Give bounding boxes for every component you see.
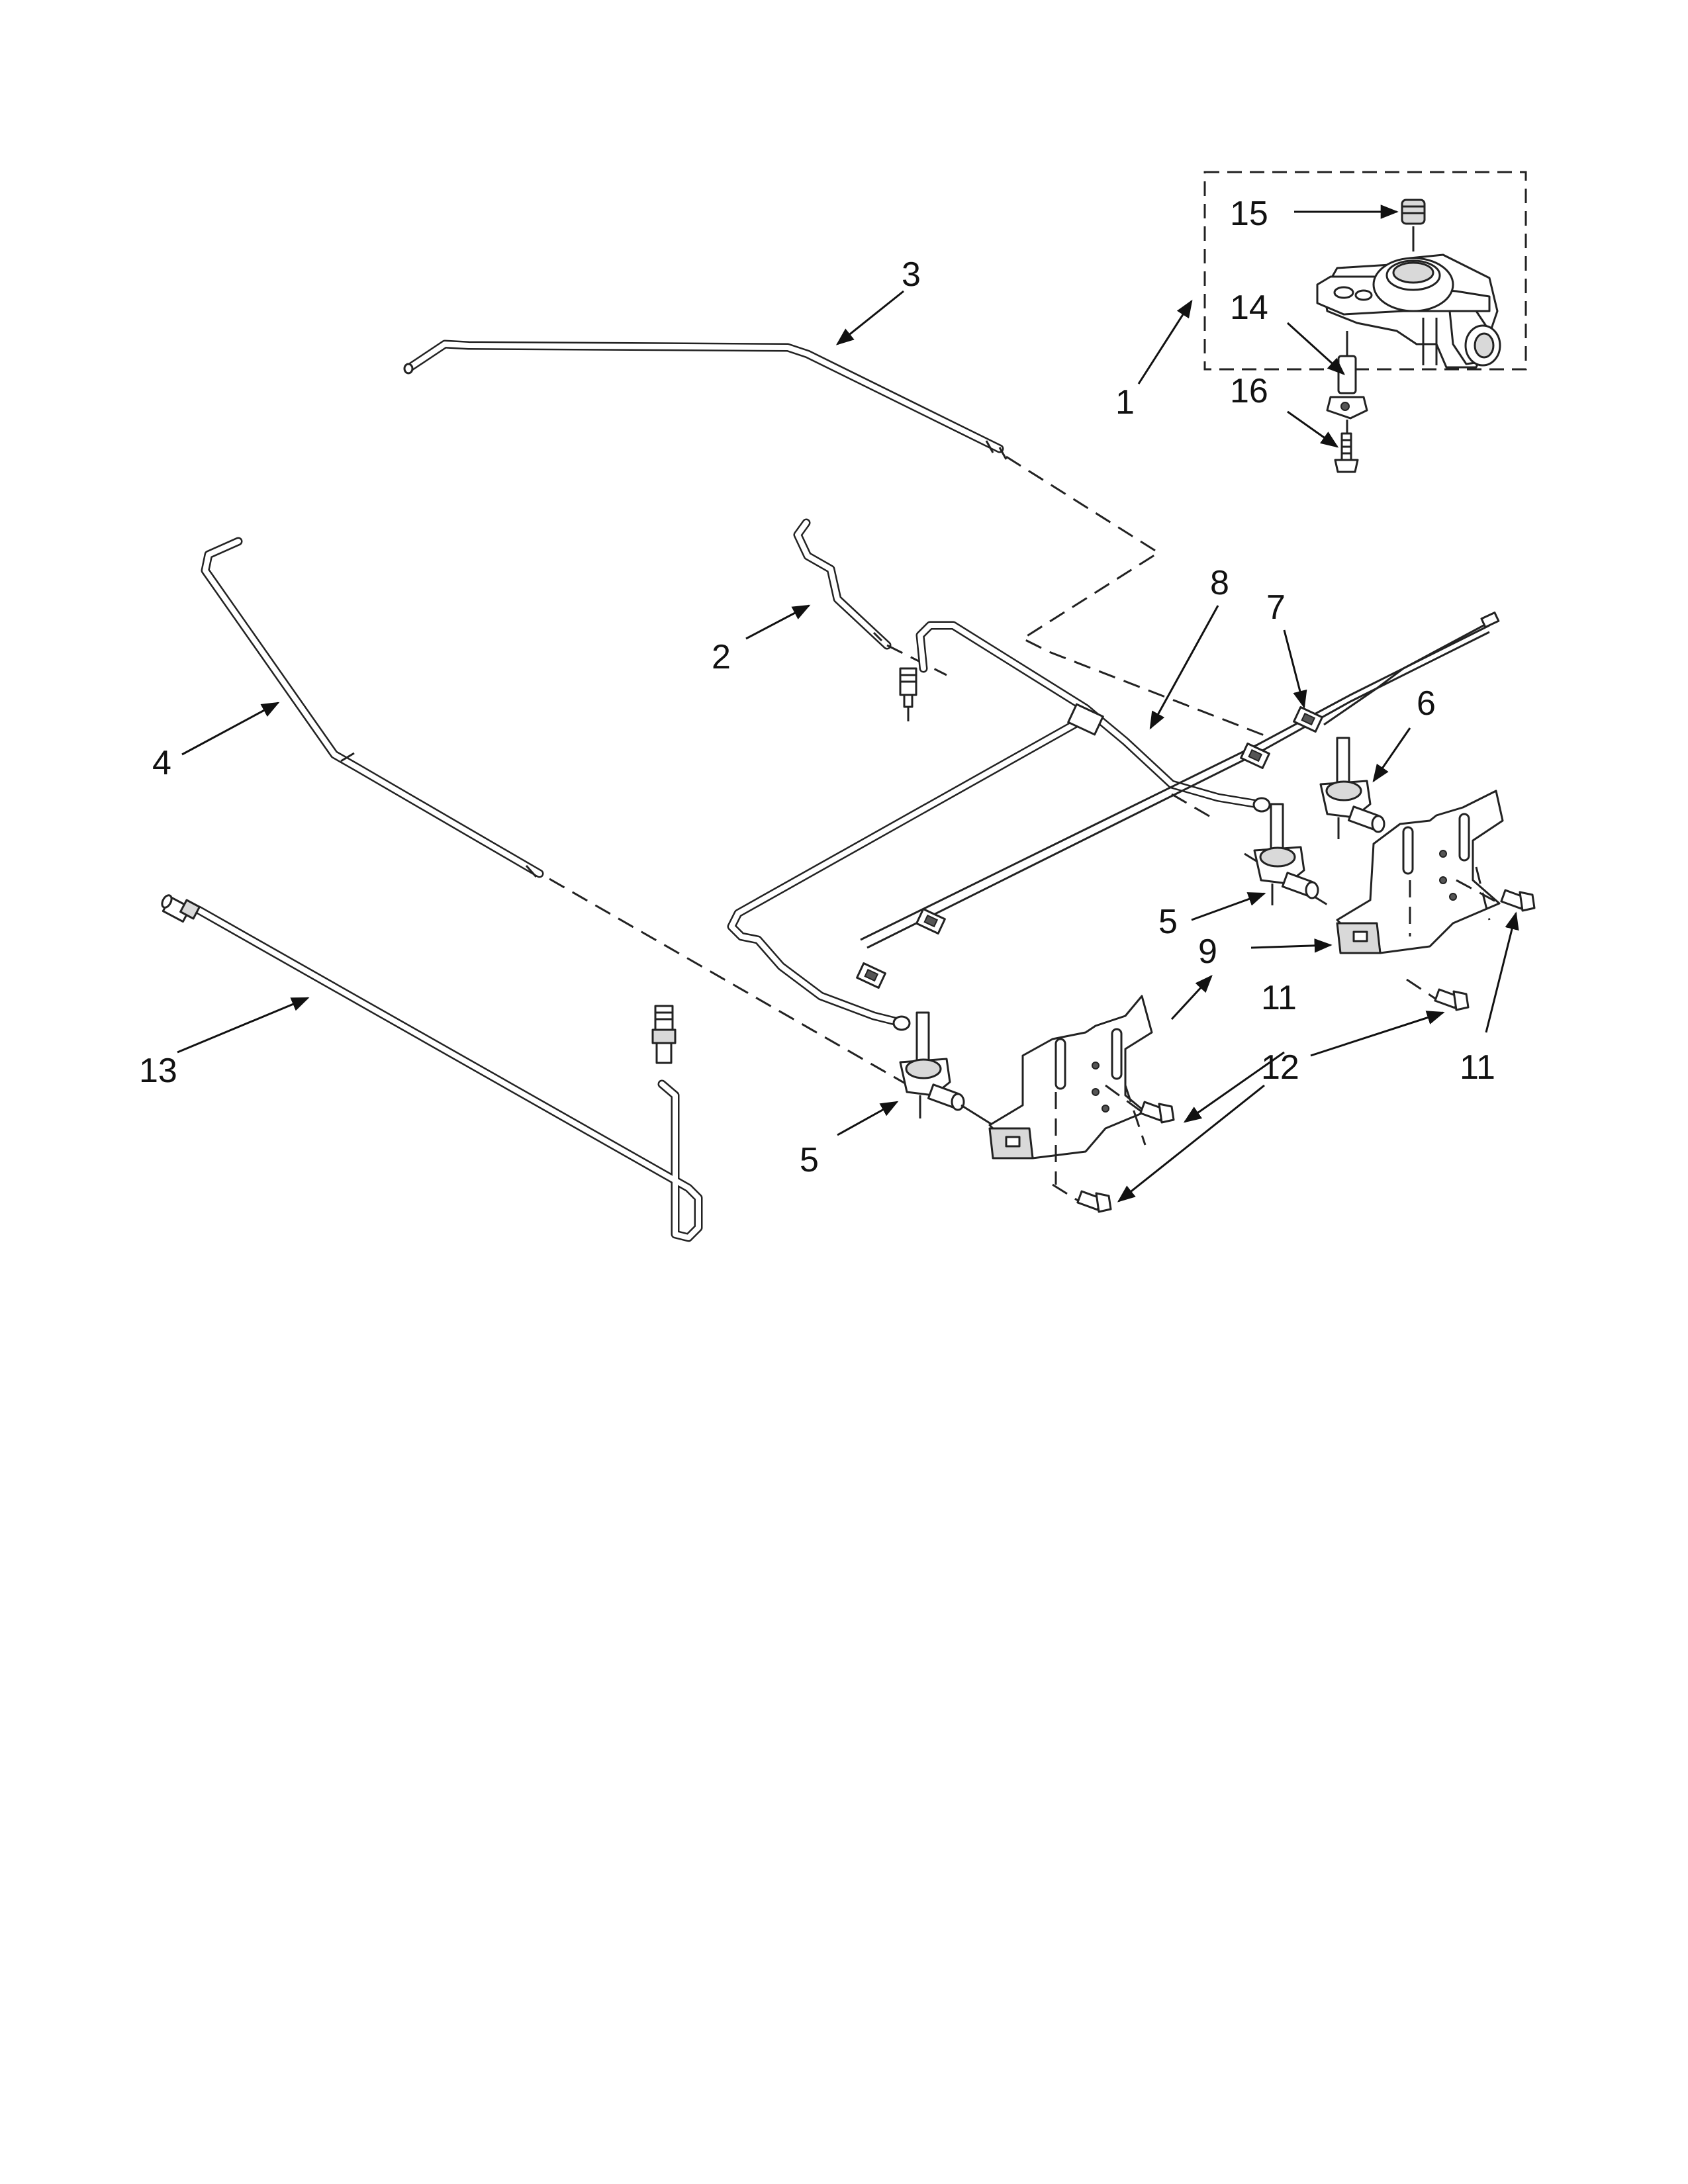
- leader-lines: [177, 205, 1519, 1203]
- dashed-path-2: [886, 644, 947, 676]
- part-11-screw-left: [1105, 1084, 1175, 1124]
- callout-16: 16: [1230, 372, 1268, 410]
- part-9-bracket-upper: [1336, 790, 1504, 954]
- part-5-valve-upper: [1253, 803, 1319, 905]
- callout-5-lower: 5: [800, 1141, 819, 1179]
- part-6-valve: [1319, 737, 1385, 839]
- part-5-valve-lower: [899, 1011, 994, 1126]
- part-9-bracket-lower: [988, 995, 1153, 1185]
- callout-5-upper: 5: [1158, 903, 1178, 941]
- part-8-manifold: [727, 621, 1271, 1031]
- callout-14: 14: [1230, 289, 1268, 327]
- tube-13-fitting-right: [651, 1005, 677, 1064]
- dashed-path-3: [1006, 455, 1272, 739]
- part-13-tube: [161, 894, 703, 1242]
- electrode-fitting: [899, 667, 917, 721]
- harness-clip-1: [1293, 706, 1323, 733]
- callout-11-upper: 11: [1261, 979, 1297, 1017]
- callout-4: 4: [152, 744, 171, 782]
- part-11-screw-right: [1456, 879, 1536, 912]
- regulator-body: [1316, 253, 1501, 369]
- regulator-assembly-box: [1203, 171, 1527, 371]
- part-15-orifice: [1401, 199, 1426, 251]
- part-4-tube: [201, 537, 544, 878]
- part-7-harness: [856, 612, 1500, 989]
- callout-8: 8: [1210, 564, 1229, 602]
- callout-15: 15: [1230, 195, 1268, 233]
- callout-7: 7: [1266, 588, 1286, 627]
- dashed-path-4: [549, 878, 921, 1093]
- harness-clip-2: [1240, 743, 1270, 769]
- callout-2: 2: [712, 638, 731, 676]
- callout-12: 12: [1261, 1048, 1299, 1087]
- callout-6: 6: [1417, 684, 1436, 723]
- callout-13: 13: [139, 1052, 177, 1090]
- callout-11-right: 11: [1460, 1048, 1495, 1087]
- part-12-screw-left: [1052, 1183, 1112, 1213]
- harness-clip-4: [856, 962, 886, 989]
- part-2-tube: [793, 518, 892, 650]
- callout-labels: 15 14 16 1 3 2 4 8 7 6 5 9 11 12 11 5 13: [139, 195, 1495, 1179]
- tube-13-fitting-left: [161, 894, 201, 923]
- harness-clip-3: [915, 908, 946, 934]
- part-12-screw-right: [1406, 978, 1470, 1011]
- callout-1: 1: [1115, 383, 1135, 422]
- part-14-fitting: [1326, 331, 1368, 420]
- part-3-tube: [403, 340, 1008, 460]
- callout-3: 3: [902, 255, 921, 294]
- callout-9-upper: 9: [1198, 933, 1217, 971]
- part-16-screw: [1334, 420, 1359, 473]
